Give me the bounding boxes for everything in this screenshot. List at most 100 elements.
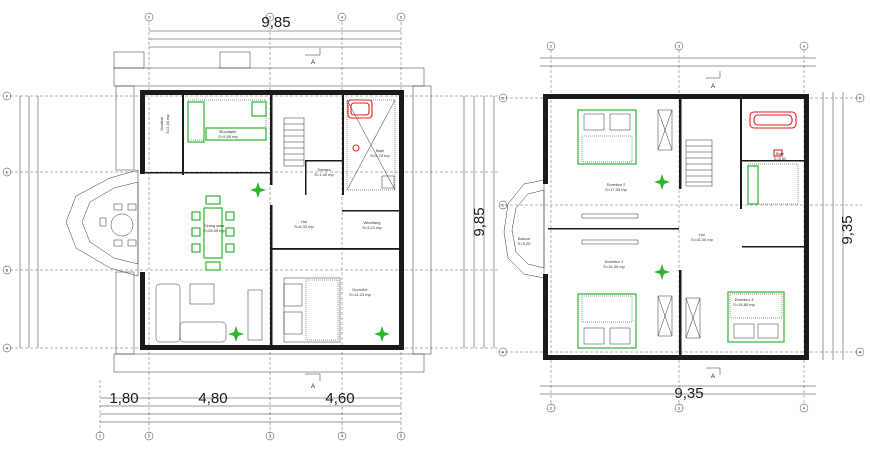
axis-label: 4 bbox=[803, 44, 806, 49]
upper-wardrobes bbox=[581, 109, 701, 339]
room-name: Baie bbox=[376, 148, 385, 153]
upper-bed-dormitor-2 bbox=[577, 109, 637, 165]
room-area: S=6,33 mp bbox=[294, 224, 314, 229]
axis-label: E bbox=[6, 170, 9, 175]
section-label-top: A bbox=[711, 84, 715, 90]
upper-dimension-lines bbox=[540, 57, 844, 395]
upper-balcony bbox=[503, 179, 545, 279]
ground-interior-walls bbox=[145, 95, 399, 345]
ground-bed bbox=[283, 277, 341, 343]
upper-bed-dormitor-3 bbox=[727, 291, 785, 343]
ground-floor-plan: 2 3 4 5 F E B A 1 2 3 4 5 bbox=[2, 12, 500, 441]
room-area: S=14,23 mp bbox=[349, 292, 371, 297]
axis-label: A bbox=[859, 350, 862, 355]
ground-plants bbox=[228, 182, 390, 342]
ground-top-dimension: 9,85 bbox=[261, 14, 290, 31]
ground-axis-grid bbox=[10, 22, 500, 436]
upper-axis-bubbles-left: D C A bbox=[498, 93, 508, 357]
room-name: Hol bbox=[699, 232, 705, 237]
ground-bottom-dimension-3: 4,60 bbox=[325, 390, 354, 407]
upper-axis-bubbles-right: F A bbox=[855, 93, 865, 357]
ground-tiled-floors bbox=[187, 99, 396, 191]
section-label-top: A bbox=[311, 60, 315, 66]
ground-axis-bubbles-left: F E B A bbox=[2, 91, 12, 353]
ground-axis-bubbles-bottom: 1 2 3 4 5 bbox=[95, 431, 406, 441]
axis-label: 3 bbox=[269, 434, 272, 439]
room-name: Dormitor bbox=[352, 287, 368, 292]
upper-bathroom bbox=[747, 111, 799, 205]
ground-bay-table bbox=[99, 203, 137, 247]
ground-axis-bubbles-top: 2 3 4 5 bbox=[144, 12, 406, 22]
axis-label: 4 bbox=[341, 434, 344, 439]
upper-axis-bubbles-top: 2 3 4 bbox=[546, 41, 809, 51]
axis-label: C bbox=[502, 203, 505, 208]
axis-label: 2 bbox=[148, 15, 151, 20]
ground-living-sofa bbox=[155, 283, 263, 343]
room-name: Windfang bbox=[364, 220, 381, 225]
axis-label: 5 bbox=[400, 15, 403, 20]
upper-floor-plan: 2 3 4 D C A F A 2 3 4 9,35 9,35 bbox=[498, 41, 865, 413]
room-name: Debara bbox=[317, 167, 331, 172]
axis-label: D bbox=[502, 96, 505, 101]
room-name: Bucatarie bbox=[220, 129, 238, 134]
axis-label: 2 bbox=[550, 44, 553, 49]
room-area: S=5,52 bbox=[774, 156, 788, 161]
ground-roof-tiles bbox=[113, 51, 432, 373]
room-area: S=17,35 mp bbox=[605, 187, 627, 192]
ground-room-labels: Vestibul S=2,50 mp Bucatarie S=5,55 mp B… bbox=[159, 114, 390, 297]
axis-label: 2 bbox=[148, 434, 151, 439]
upper-axis-bubbles-bottom: 2 3 4 bbox=[546, 403, 809, 413]
upper-bed-dormitor-1 bbox=[577, 293, 637, 349]
ground-bottom-dimension-2: 4,80 bbox=[198, 390, 227, 407]
room-area: S=16,35 mp bbox=[603, 264, 625, 269]
ground-dining-set bbox=[191, 195, 235, 271]
ground-exterior-walls bbox=[140, 90, 404, 350]
room-name: Dormitor 2 bbox=[607, 182, 626, 187]
upper-right-dimension: 9,35 bbox=[839, 215, 856, 244]
ground-stair bbox=[283, 117, 305, 167]
axis-label: 4 bbox=[803, 406, 806, 411]
upper-exterior-walls bbox=[543, 94, 809, 360]
upper-plants bbox=[654, 174, 670, 280]
ground-right-dimension: 9,85 bbox=[471, 207, 488, 236]
ground-bathroom bbox=[347, 99, 395, 189]
axis-label: A bbox=[502, 350, 505, 355]
room-area: S=28,05 mp bbox=[203, 228, 225, 233]
axis-label: 4 bbox=[341, 15, 344, 20]
axis-label: 1 bbox=[99, 434, 102, 439]
ground-kitchen bbox=[187, 101, 267, 143]
room-name: Dining area bbox=[204, 223, 225, 228]
axis-label: 3 bbox=[678, 44, 681, 49]
upper-bottom-dimension: 9,35 bbox=[674, 385, 703, 402]
room-area: S=2,50 mp bbox=[165, 114, 170, 134]
axis-label: 5 bbox=[400, 434, 403, 439]
upper-section-markers: A A bbox=[706, 71, 721, 380]
room-area: S=5,20 bbox=[518, 241, 532, 246]
upper-stair bbox=[685, 139, 713, 187]
room-area: S=18,80 mp bbox=[733, 302, 755, 307]
room-name: Dormitor 3 bbox=[735, 297, 754, 302]
room-area: S=5,70 mp bbox=[370, 153, 390, 158]
section-label-bottom: A bbox=[711, 374, 715, 380]
axis-label: F bbox=[859, 96, 862, 101]
room-name: Hol bbox=[301, 219, 307, 224]
upper-interior-walls bbox=[548, 99, 804, 355]
room-name: Balcon bbox=[518, 236, 530, 241]
room-name: Baie bbox=[776, 151, 785, 156]
room-name: Dormitor 1 bbox=[605, 259, 624, 264]
axis-label: 3 bbox=[678, 406, 681, 411]
ground-dimension-lines bbox=[19, 30, 495, 423]
axis-label: F bbox=[6, 94, 9, 99]
ground-bottom-dimension-1: 1,80 bbox=[109, 390, 138, 407]
room-name: Vestibul bbox=[159, 117, 164, 131]
upper-room-labels: Dormitor 2 S=17,35 mp Dormitor 1 S=16,35… bbox=[518, 151, 788, 307]
room-area: S=5,55 mp bbox=[218, 134, 238, 139]
axis-label: 2 bbox=[550, 406, 553, 411]
room-area: S=3,21 mp bbox=[362, 225, 382, 230]
axis-label: A bbox=[6, 346, 9, 351]
ground-section-markers: A A bbox=[305, 48, 321, 390]
section-label-bottom: A bbox=[311, 384, 315, 390]
axis-label: B bbox=[6, 268, 9, 273]
